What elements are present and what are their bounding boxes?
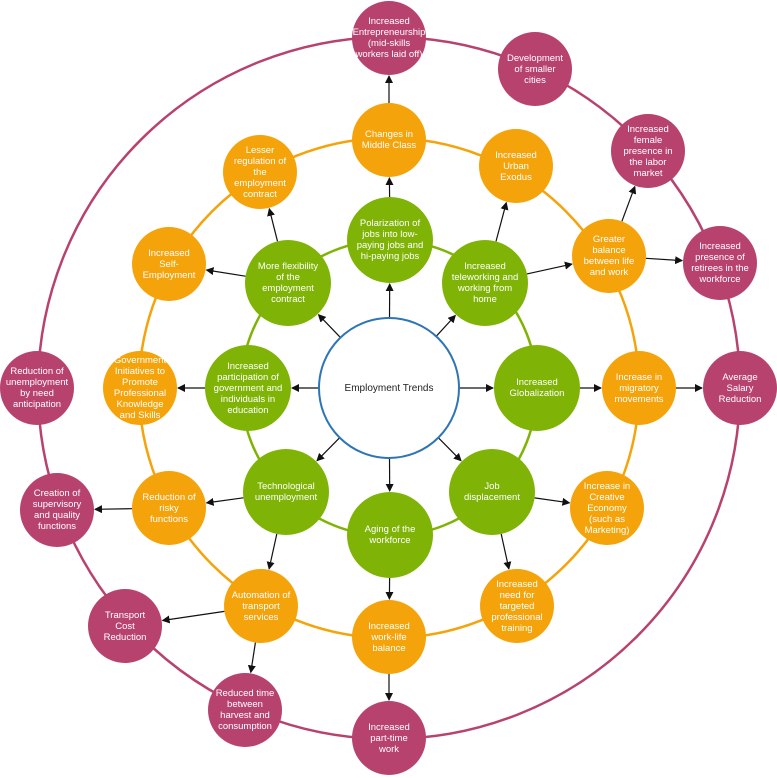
arrow-flexibility-to-self_employment (205, 267, 246, 277)
arrow-center-to-job_displacement (437, 437, 462, 462)
node-urban-exodus-circle (479, 129, 553, 203)
arrow-center-to-flexibility (317, 313, 341, 339)
node-risky-circle (132, 471, 206, 545)
node-entrepreneurship-circle (352, 1, 426, 75)
node-retirees-circle (683, 226, 757, 300)
arrow-automation-to-harvest (247, 642, 256, 674)
arrow-risky-to-supervisory (94, 505, 133, 514)
node-transport-cost-circle (88, 589, 162, 663)
node-creative-circle (570, 471, 644, 545)
arrow-teleworking-to-balance (526, 261, 573, 275)
node-anticipation-circle (0, 351, 74, 425)
node-salary-circle (703, 351, 777, 425)
node-automation-circle (224, 569, 298, 643)
connector-arrows (94, 75, 703, 701)
node-smaller-cities-circle (498, 32, 572, 106)
node-teleworking-circle (442, 240, 528, 326)
node-migratory-circle (602, 351, 676, 425)
node-lesser-regulation-circle (223, 135, 297, 209)
arrow-job_displacement-to-training (500, 533, 512, 570)
arrow-balance-to-retirees (645, 256, 684, 265)
arrow-center-to-teleworking (435, 314, 456, 337)
node-part-time-circle (352, 701, 426, 775)
arrow-tech_unemployment-to-risky (205, 497, 244, 506)
arrow-balance-to-female (621, 185, 637, 222)
node-job-displacement-circle (449, 449, 535, 535)
arrow-tech_unemployment-to-automation (266, 533, 278, 570)
node-balance-circle (572, 219, 646, 293)
node-participation-circle (205, 345, 291, 431)
node-middle-class-circle (352, 103, 426, 177)
node-flexibility-circle (245, 240, 331, 326)
node-tech-unemployment-circle (243, 449, 329, 535)
node-supervisory-circle (20, 473, 94, 547)
arrow-center-to-tech_unemployment (316, 437, 341, 462)
node-training-circle (480, 569, 554, 643)
node-polarization-circle (347, 197, 433, 283)
arrow-teleworking-to-urban_exodus (495, 201, 509, 242)
node-globalization-circle (494, 345, 580, 431)
node-aging-circle (347, 492, 433, 578)
node-female-circle (611, 114, 685, 188)
arrow-flexibility-to-lesser_regulation (267, 207, 279, 242)
node-gov-initiatives-circle (103, 351, 177, 425)
node-self-employment-circle (132, 227, 206, 301)
node-harvest-circle (208, 673, 282, 747)
arrow-job_displacement-to-creative (534, 497, 571, 506)
arrow-automation-to-transport_cost (161, 610, 225, 624)
node-center-circle (318, 317, 460, 459)
node-work-life-circle (352, 600, 426, 674)
